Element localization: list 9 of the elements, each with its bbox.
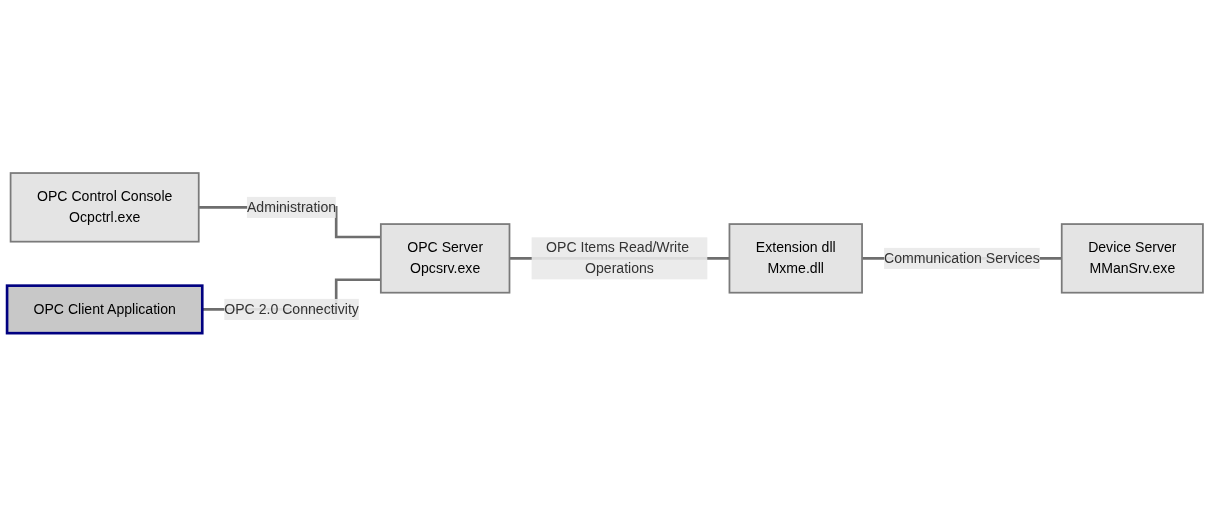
edge-label: OPC Items Read/Write Operations [546, 240, 689, 277]
node-box: Extension dll Mxme.dll [728, 223, 863, 294]
edge-label: Communication Services [884, 250, 1040, 266]
edge-label: Administration [246, 199, 337, 215]
edge-label: OPC 2.0 Connectivity [224, 301, 359, 317]
node-box: OPC Server Opcsrv.exe [379, 223, 511, 294]
node-box: OPC Control Console Ocpctrl.exe [9, 172, 200, 243]
node-box: OPC Client Application [5, 284, 204, 335]
node-box: Device Server MManSrv.exe [1060, 223, 1204, 294]
